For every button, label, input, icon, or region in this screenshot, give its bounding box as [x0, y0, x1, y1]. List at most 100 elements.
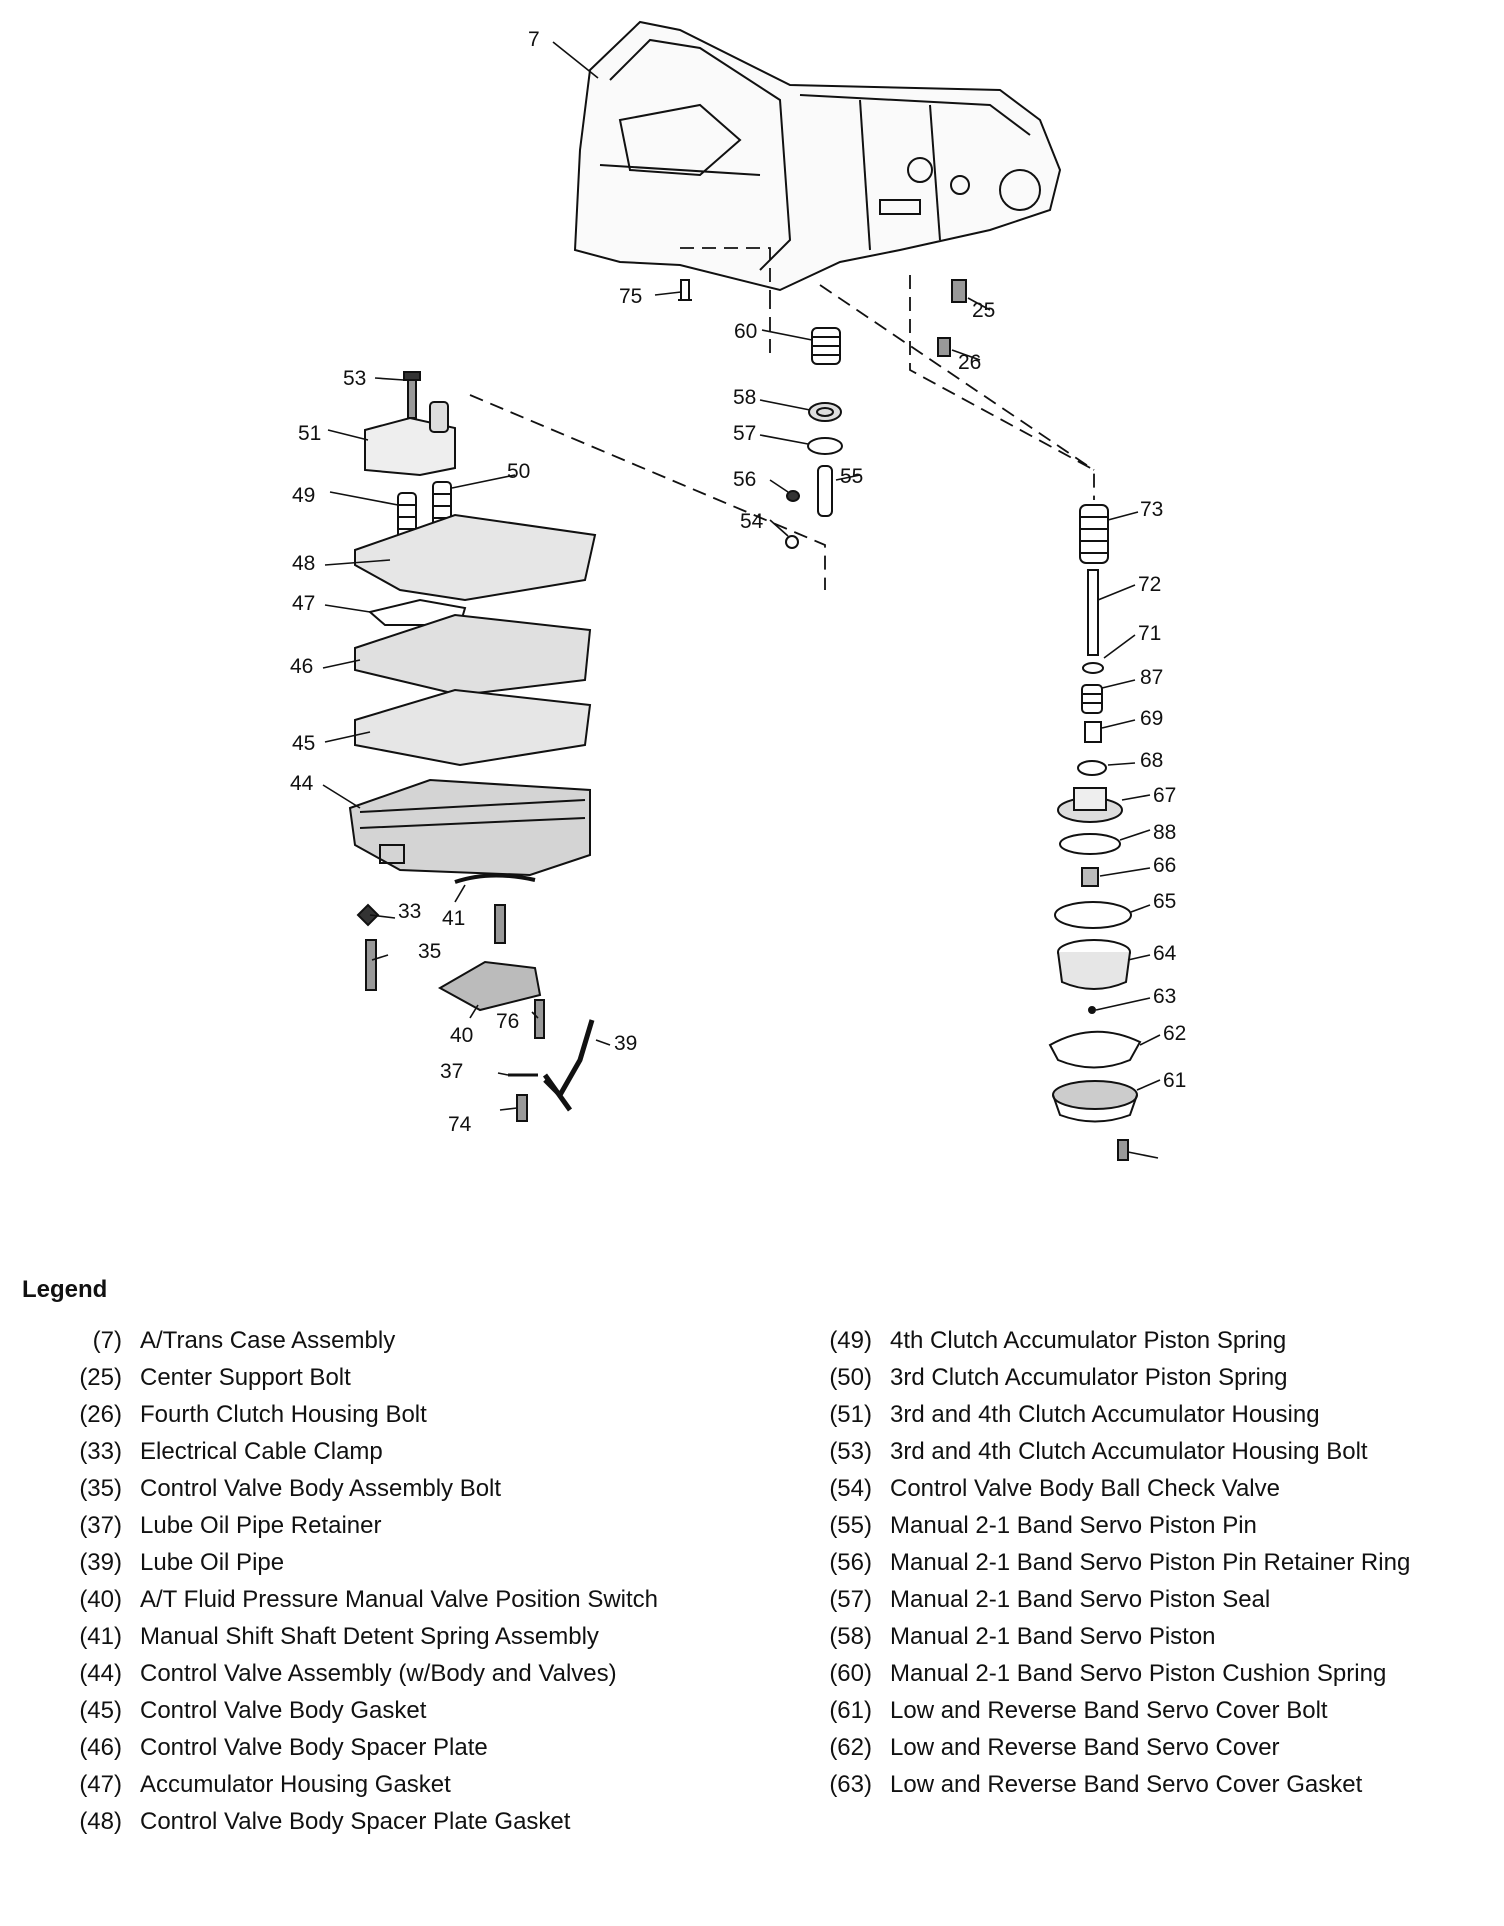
seal-67 [1059, 833, 1121, 855]
legend-left-column: (7) A/Trans Case Assembly (25) Center Suppo… [50, 1325, 770, 1843]
legend-item-number: (25) [79, 1364, 122, 1391]
callout-51: 51 [298, 422, 321, 445]
legend-item: (45)Control Valve Body Gasket [50, 1695, 770, 1726]
legend-item-text: Electrical Cable Clamp [140, 1438, 383, 1465]
legend-item: (63)Low and Reverse Band Servo Cover Gas… [800, 1769, 1504, 1800]
callout-58: 58 [733, 386, 756, 409]
legend-item: (60) Manual 2-1 Band Servo Piston Cushion… [800, 1658, 1504, 1689]
callout-62: 62 [1163, 1022, 1186, 1045]
callout-65: 65 [1153, 890, 1176, 913]
callout-39: 39 [614, 1032, 637, 1055]
switch-40 [437, 960, 542, 1012]
legend-item: (44)Control Valve Assembly (w/Body and V… [50, 1658, 770, 1689]
callout-49: 49 [292, 484, 315, 507]
callout-53: 53 [343, 367, 366, 390]
legend-item-number: (60) [829, 1660, 872, 1687]
legend-item-text: Manual 2-1 Band Servo Piston Cushion Spr… [890, 1660, 1387, 1687]
valve-body-44 [348, 778, 591, 877]
bolt-25 [951, 279, 967, 303]
cover-62 [1052, 1080, 1138, 1123]
callout-45: 45 [292, 732, 315, 755]
callout-87: 87 [1140, 666, 1163, 689]
detent-spring-41 [454, 873, 536, 884]
legend-item-text: Fourth Clutch Housing Bolt [140, 1401, 427, 1428]
bolt-61 [1117, 1139, 1129, 1161]
callout-25: 25 [972, 299, 995, 322]
callout-7: 7 [528, 28, 540, 51]
legend-item-number: (33) [79, 1438, 122, 1465]
gasket-48 [354, 513, 597, 602]
legend-item-text: Accumulator Housing Gasket [140, 1771, 451, 1798]
bolt-35-a [365, 939, 377, 991]
legend-item: (39)Lube Oil Pipe [50, 1547, 770, 1578]
legend-item-number: (7) [92, 1327, 122, 1354]
legend-item-text: Lube Oil Pipe Retainer [140, 1512, 382, 1539]
legend-item-text: 3rd and 4th Clutch Accumulator Housing B… [890, 1438, 1368, 1465]
legend-item: (62)Low and Reverse Band Servo Cover [800, 1732, 1504, 1763]
legend-item-text: A/Trans Case Assembly [140, 1327, 396, 1354]
callout-40: 40 [450, 1024, 473, 1047]
exploded-view-diagram: 7756025265857565554535150494847464544334… [290, 20, 1186, 1161]
ball-54 [785, 535, 799, 549]
gasket-45 [354, 688, 592, 767]
legend-item-text: Manual 2-1 Band Servo Piston [890, 1623, 1216, 1650]
callout-33: 33 [398, 900, 421, 923]
legend-item-number: (40) [79, 1586, 122, 1613]
legend-item-text: 3rd and 4th Clutch Accumulator Housing [890, 1401, 1320, 1428]
bolt-53 [403, 371, 421, 419]
legend-item: (37)Lube Oil Pipe Retainer [50, 1510, 770, 1541]
callout-75: 75 [619, 285, 642, 308]
legend-item-number: (35) [79, 1475, 122, 1502]
legend-item-text: Control Valve Body Spacer Plate [140, 1734, 488, 1761]
bolt-75 [678, 279, 692, 301]
bolt-35-c [516, 1094, 528, 1122]
callout-73: 73 [1140, 498, 1163, 521]
clamp-33 [356, 903, 380, 927]
legend-item: (55)Manual 2-1 Band Servo Piston Pin [800, 1510, 1504, 1541]
legend-item-number: (56) [829, 1549, 872, 1576]
legend-item: (49)4th Clutch Accumulator Piston Spring [800, 1325, 1504, 1356]
spacer-plate-46 [354, 613, 592, 697]
legend-item: (46)Control Valve Body Spacer Plate [50, 1732, 770, 1763]
pin-64 [1088, 1006, 1096, 1014]
legend-item-number: (58) [829, 1623, 872, 1650]
legend-item-text: Lube Oil Pipe [140, 1549, 285, 1576]
pipe-39 [542, 1019, 595, 1112]
callout-76: 76 [496, 1010, 519, 1033]
callout-69: 69 [1140, 707, 1163, 730]
legend-item: (57)Manual 2-1 Band Servo Piston Seal [800, 1584, 1504, 1615]
legend-item: (25) Center Support Bolt [50, 1362, 770, 1393]
legend-item-text: Control Valve Assembly (w/Body and Valve… [140, 1660, 617, 1687]
cap-88 [1081, 867, 1099, 887]
transmission-case [573, 20, 1062, 292]
washer-72 [1082, 662, 1104, 674]
legend-item-text: Manual 2-1 Band Servo Piston Seal [890, 1586, 1271, 1613]
ring-66 [1054, 901, 1132, 929]
legend-item: (54)Control Valve Body Ball Check Valve [800, 1473, 1504, 1504]
legend-item: (53) 3rd and 4th Clutch Accumulator Housi… [800, 1436, 1504, 1467]
pin-55 [817, 465, 833, 517]
legend-item-text: Center Support Bolt [140, 1364, 351, 1391]
legend-item: (56)Manual 2-1 Band Servo Piston Pin Ret… [800, 1547, 1504, 1578]
legend-item-text: Control Valve Body Assembly Bolt [140, 1475, 502, 1502]
ring-56 [786, 490, 800, 502]
legend-item: (35) Control Valve Body Assembly Bolt [50, 1473, 770, 1504]
legend-item-text: Control Valve Body Spacer Plate Gasket [140, 1808, 571, 1835]
bolt-76 [534, 999, 545, 1039]
legend-item: (33) Electrical Cable Clamp [50, 1436, 770, 1467]
legend-item-number: (62) [829, 1734, 872, 1761]
legend-item-text: 4th Clutch Accumulator Piston Spring [890, 1327, 1287, 1354]
legend-title: Legend [22, 1276, 108, 1303]
callout-67: 67 [1153, 784, 1176, 807]
legend-item-number: (53) [829, 1438, 872, 1465]
bolt-35-b [494, 904, 506, 944]
callout-46: 46 [290, 655, 313, 678]
spring-60 [811, 327, 841, 365]
pin-73 [1087, 569, 1099, 656]
spring-74 [1079, 504, 1109, 564]
assembly-guide-lines [469, 247, 1095, 590]
callout-47: 47 [292, 592, 315, 615]
legend-item: (26)Fourth Clutch Housing Bolt [50, 1399, 770, 1430]
callout-55: 55 [840, 465, 863, 488]
callout-41: 41 [442, 907, 465, 930]
